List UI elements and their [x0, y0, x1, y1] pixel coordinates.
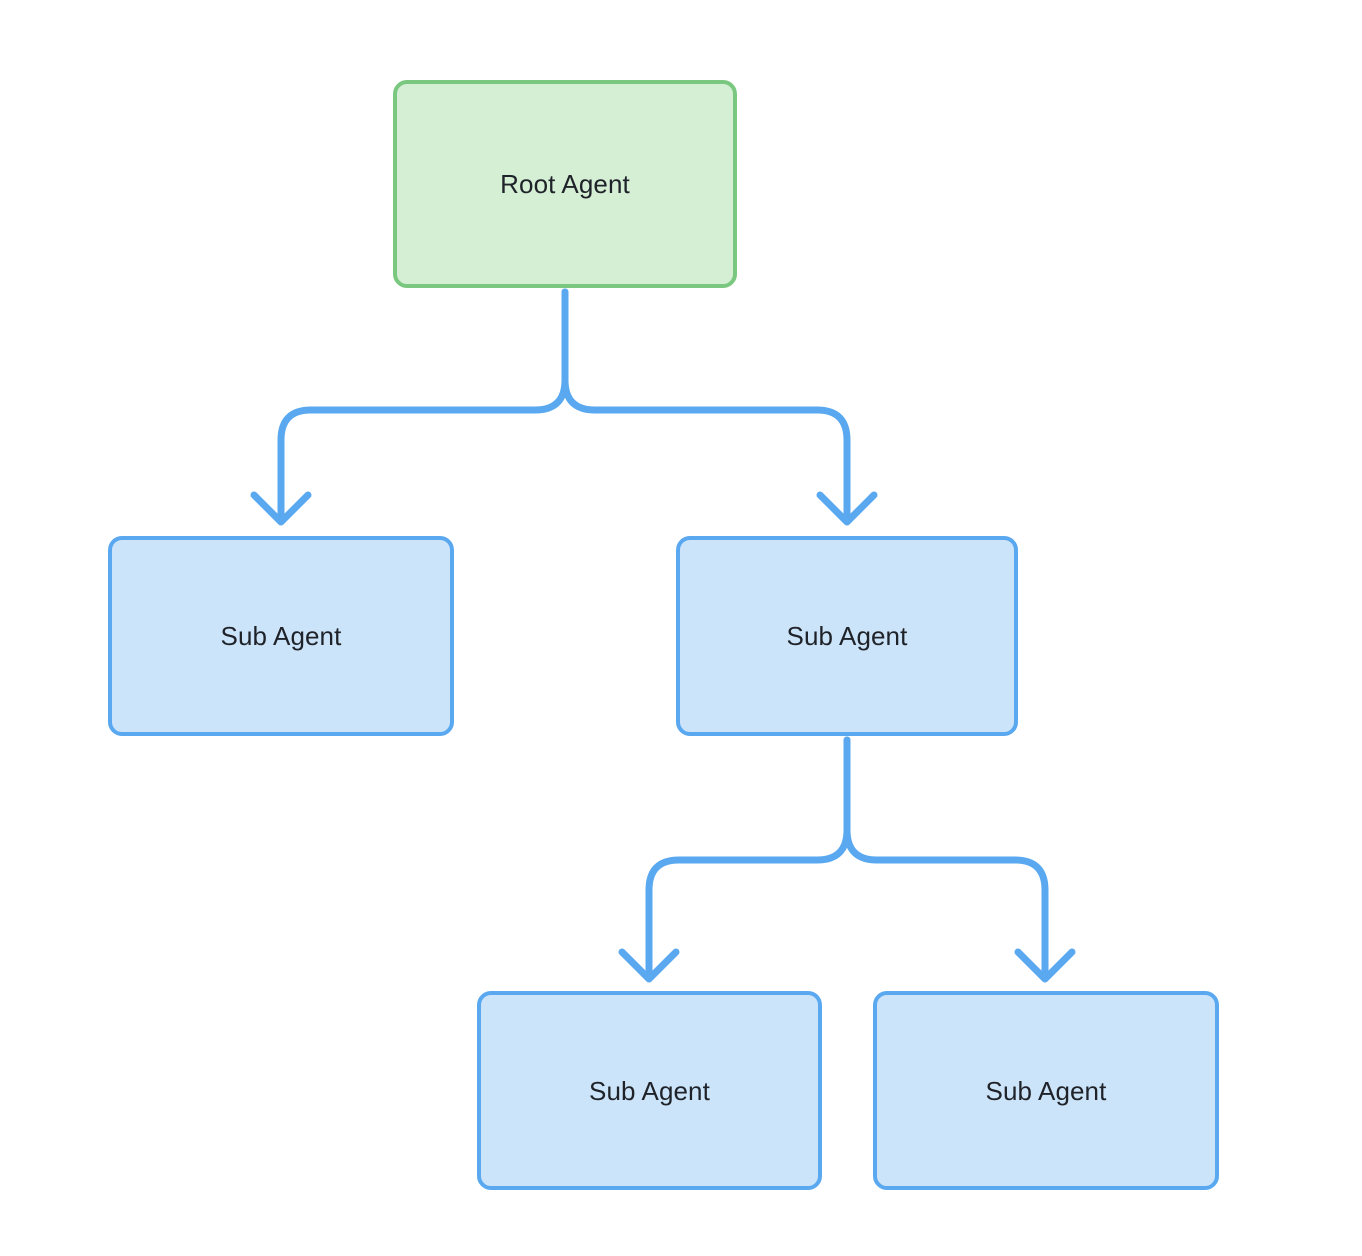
edge-root-sub2-arrowhead	[816, 491, 878, 526]
edge-root-sub2	[561, 288, 851, 525]
node-sub-agent-4-label: Sub Agent	[985, 1075, 1107, 1106]
edge-sub2-sub3	[645, 736, 851, 982]
node-sub-agent-2-label: Sub Agent	[786, 621, 908, 651]
node-sub-agent-1[interactable]: Sub Agent	[108, 536, 454, 736]
node-sub-agent-1-label: Sub Agent	[220, 621, 342, 651]
edge-sub2-sub4	[843, 736, 1049, 982]
node-sub-agent-3[interactable]: Sub Agent	[477, 991, 822, 1190]
edge-root-sub1-arrowhead	[250, 491, 312, 526]
edge-root-sub1	[277, 288, 569, 525]
node-sub-agent-2[interactable]: Sub Agent	[676, 536, 1018, 736]
edge-sub2-sub4-arrowhead	[1014, 948, 1076, 983]
edge-sub2-sub3-arrowhead	[618, 948, 680, 983]
node-root-agent-label: Root Agent	[500, 169, 630, 199]
node-sub-agent-3-label: Sub Agent	[589, 1075, 710, 1106]
node-root-agent[interactable]: Root Agent	[393, 80, 737, 288]
node-sub-agent-4[interactable]: Sub Agent	[873, 991, 1219, 1190]
